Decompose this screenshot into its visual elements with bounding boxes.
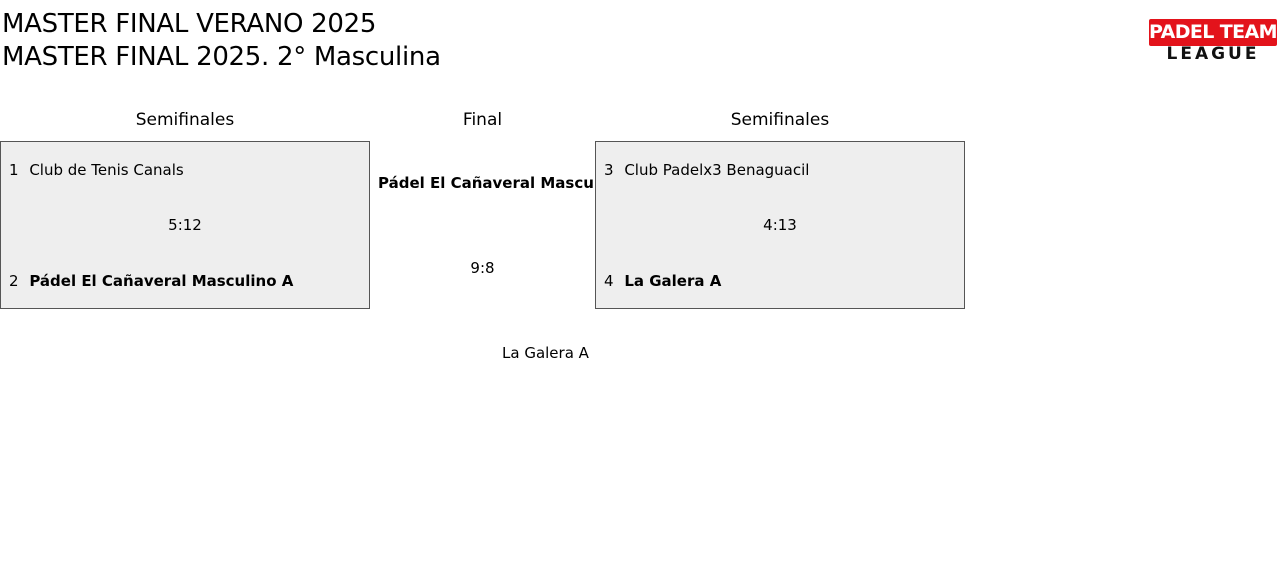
match-score: 4:13: [763, 216, 797, 234]
final-team-name: Pádel El Cañaveral Masculino: [378, 174, 626, 192]
category-title: MASTER FINAL 2025. 2° Masculina: [2, 42, 441, 72]
padel-team-league-logo: PADEL TEAM LEAGUE: [1149, 19, 1278, 64]
logo-top-text: PADEL TEAM: [1149, 19, 1278, 46]
champion-name: La Galera A: [502, 344, 589, 362]
final-header: Final: [462, 110, 503, 130]
team-row: 3 Club Padelx3 Benaguacil: [604, 160, 809, 180]
semifinal-right-match[interactable]: 3 Club Padelx3 Benaguacil 4:13 4 La Gale…: [595, 141, 965, 309]
semifinal-left-match[interactable]: 1 Club de Tenis Canals 5:12 2 Pádel El C…: [0, 141, 370, 309]
match-score: 5:12: [168, 216, 202, 234]
semifinals-right-header: Semifinales: [730, 110, 830, 130]
team-row: 2 Pádel El Cañaveral Masculino A: [9, 271, 293, 291]
tournament-title: MASTER FINAL VERANO 2025: [2, 9, 377, 39]
final-score: 9:8: [470, 259, 495, 277]
team-name: Club Padelx3 Benaguacil: [624, 161, 810, 179]
team-seed: 1: [9, 161, 19, 179]
logo-bottom-text: LEAGUE: [1166, 44, 1260, 64]
semifinals-left-header: Semifinales: [135, 110, 235, 130]
team-seed: 3: [604, 161, 614, 179]
team-seed: 2: [9, 272, 19, 290]
team-seed: 4: [604, 272, 614, 290]
team-name: Club de Tenis Canals: [29, 161, 184, 179]
team-row: 4 La Galera A: [604, 271, 721, 291]
team-name-winner: Pádel El Cañaveral Masculino A: [29, 272, 294, 290]
team-row: 1 Club de Tenis Canals: [9, 160, 184, 180]
team-name-winner: La Galera A: [624, 272, 722, 290]
